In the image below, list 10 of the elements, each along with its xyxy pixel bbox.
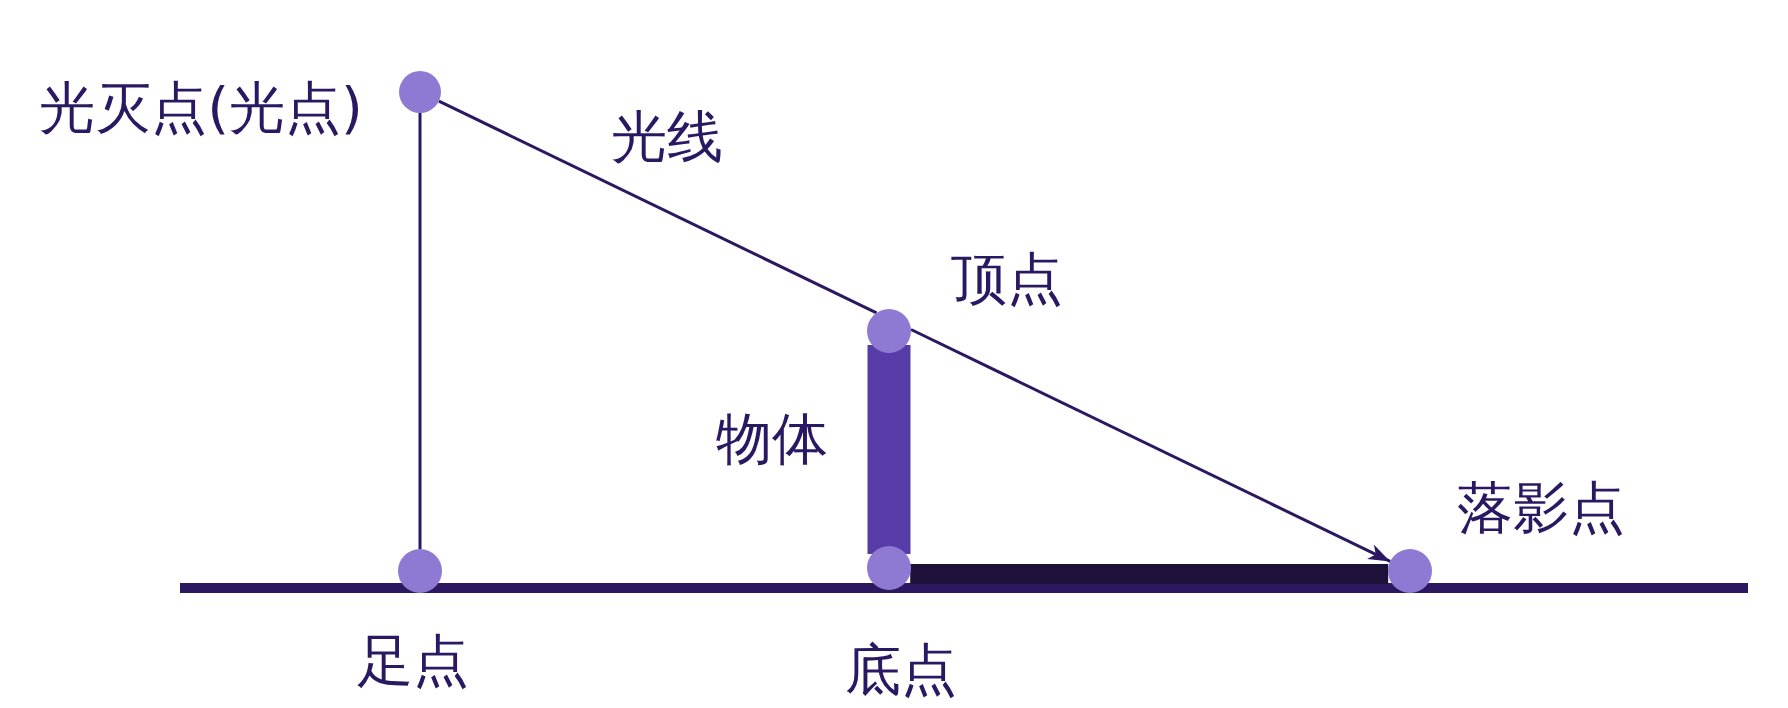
point-label: 顶点 bbox=[951, 251, 1063, 307]
point-label: 底点 bbox=[845, 642, 957, 698]
point-label: 落影点 bbox=[1457, 480, 1625, 536]
ray-arrow bbox=[910, 328, 1391, 563]
object-bar bbox=[867, 345, 911, 554]
point-label: 光灭点(光点) bbox=[39, 80, 363, 136]
point-label: 足点 bbox=[357, 633, 469, 689]
shadow-bar bbox=[910, 564, 1389, 584]
vertical-line bbox=[418, 113, 422, 549]
ray-line bbox=[438, 99, 878, 315]
